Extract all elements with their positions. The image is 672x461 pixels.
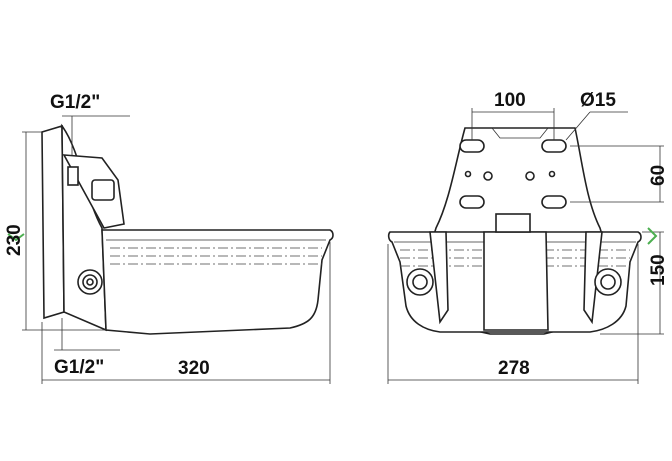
front-inner-strap-left	[429, 231, 449, 325]
dim230-chevron	[7, 233, 25, 242]
front-centre-valve	[483, 231, 549, 331]
side-wall-plate	[41, 124, 65, 320]
dia15-leader	[565, 111, 591, 141]
label-dim150: 150	[648, 254, 669, 286]
front-hole-small-left	[464, 170, 472, 178]
front-slot-top-left	[459, 139, 485, 153]
front-slot-mid-left	[459, 195, 485, 209]
label-dim320: 320	[178, 358, 210, 379]
side-bolt-core	[86, 278, 94, 286]
front-plate-notch	[491, 127, 549, 139]
label-dim100: 100	[494, 90, 526, 111]
side-valve-nut	[91, 179, 115, 201]
front-valve-top	[495, 213, 531, 233]
front-hole-small-right	[548, 170, 556, 178]
label-g12-bottom: G1/2"	[54, 357, 104, 378]
front-bolt-right-head	[600, 274, 616, 290]
front-hole-right	[525, 171, 535, 181]
label-dia15: Ø15	[580, 90, 616, 111]
front-hole-left	[483, 171, 493, 181]
front-slot-mid-right	[541, 195, 567, 209]
label-dim278: 278	[498, 358, 530, 379]
label-dim60: 60	[648, 165, 669, 186]
dim150-chevron	[647, 227, 658, 245]
label-g12-top: G1/2"	[50, 92, 100, 113]
side-bowl	[101, 229, 334, 335]
label-dim230: 230	[4, 224, 25, 256]
front-bolt-left-head	[412, 274, 428, 290]
front-slot-top-right	[541, 139, 567, 153]
front-inner-strap-right	[583, 231, 603, 325]
side-view	[7, 115, 334, 384]
front-view	[387, 108, 664, 384]
side-inlet	[67, 166, 79, 186]
